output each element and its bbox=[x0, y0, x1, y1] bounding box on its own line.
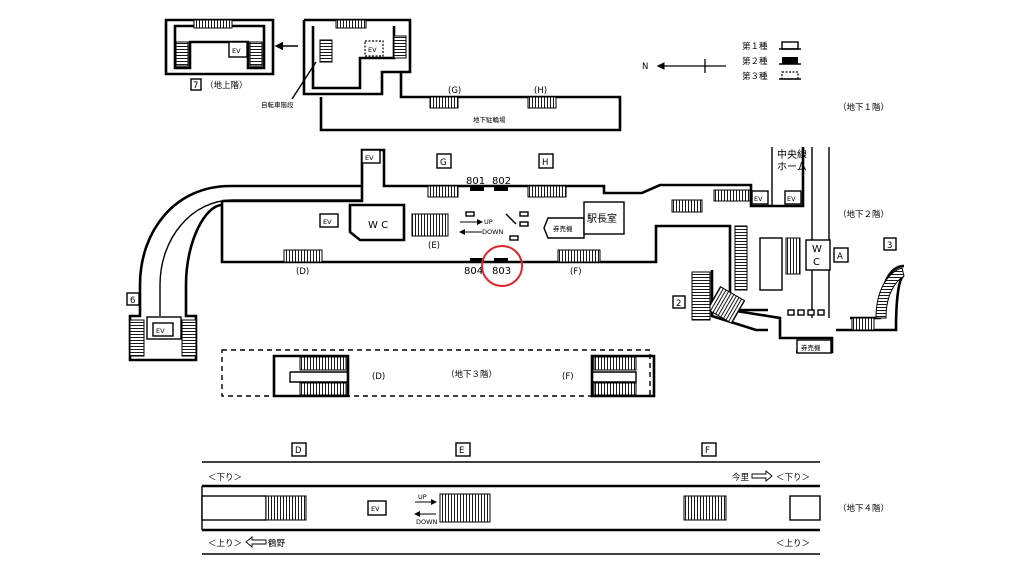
b2-down-label: DOWN bbox=[482, 228, 504, 236]
chuo-line-label: 中央線 bbox=[777, 148, 807, 161]
level-b4-label: （地下４階） bbox=[838, 503, 889, 514]
b4-e-label: E bbox=[459, 446, 464, 456]
b2-f-label: (F) bbox=[570, 267, 582, 277]
home-label: ホーム bbox=[777, 161, 807, 173]
highlight-circle bbox=[481, 245, 523, 287]
level-b2-label: （地下２階） bbox=[838, 209, 889, 220]
b2-elevator-top bbox=[361, 149, 381, 164]
svg-text:券売機: 券売機 bbox=[801, 343, 821, 352]
legend-type2-swatch bbox=[782, 57, 798, 64]
svg-text:EV: EV bbox=[754, 195, 763, 203]
exit7-number: 7 bbox=[193, 81, 198, 91]
parking-label: 地下駐輪場 bbox=[473, 115, 506, 124]
b2-elevator-left bbox=[319, 213, 339, 228]
svg-text:C: C bbox=[813, 257, 820, 268]
tsuruno-arrow-icon bbox=[245, 536, 267, 548]
exit-a-label: A bbox=[837, 252, 843, 262]
station-master-office bbox=[583, 201, 625, 235]
exit-h-label: H bbox=[542, 158, 548, 168]
legend: 第１種 第２種 第３種 bbox=[742, 41, 801, 82]
b1-h-label: (H) bbox=[534, 86, 547, 96]
svg-text:EV: EV bbox=[156, 327, 165, 335]
b2-up-label: UP bbox=[484, 218, 493, 226]
b1-g-label: (G) bbox=[448, 86, 461, 96]
svg-text:EV: EV bbox=[365, 154, 374, 162]
b4-elevator bbox=[367, 500, 387, 516]
b4-down-label: DOWN bbox=[416, 518, 438, 526]
locker-802-label: 802 bbox=[492, 176, 511, 187]
exit7-surface: EV 7 （地上階） bbox=[164, 18, 275, 91]
bicycle-elevator bbox=[364, 40, 384, 57]
exit3-number: 3 bbox=[887, 241, 892, 251]
b3-f-label: (F) bbox=[562, 372, 574, 382]
imazato-arrow-icon bbox=[751, 470, 773, 482]
b3-level: (D) (F) bbox=[221, 349, 656, 398]
exit7-elevator bbox=[228, 41, 248, 58]
svg-text:EV: EV bbox=[787, 195, 796, 203]
b3-d-label: (D) bbox=[372, 372, 385, 382]
exit6-number: 6 bbox=[130, 296, 135, 306]
level-b3-label: （地下３階） bbox=[446, 369, 497, 380]
b4-kudari-left: ＜下り＞ bbox=[208, 473, 242, 483]
b4-f-label: F bbox=[705, 446, 710, 456]
legend-type1-swatch bbox=[781, 41, 799, 50]
north-label: N bbox=[642, 62, 648, 72]
b2-elevator-right1 bbox=[751, 190, 769, 205]
locker-803-label: 803 bbox=[492, 266, 511, 277]
svg-text:EV: EV bbox=[323, 218, 332, 226]
b4-d-label: D bbox=[295, 446, 302, 456]
b2-concourse: EV 6 EV EV EV EV G H 801 802 804 803 bbox=[126, 147, 905, 362]
svg-text:券売機: 券売機 bbox=[553, 224, 573, 233]
svg-text:EV: EV bbox=[371, 505, 380, 513]
b2-e-label: (E) bbox=[428, 241, 440, 251]
level-b1-label: （地下１階） bbox=[838, 102, 889, 113]
exit-g-label: G bbox=[440, 158, 447, 168]
legend-type2-label: 第２種 bbox=[742, 56, 768, 67]
locker-801-label: 801 bbox=[466, 176, 485, 187]
b4-nobori-left: ＜上り＞ bbox=[208, 539, 242, 549]
exit7-label: （地上階） bbox=[205, 80, 248, 91]
b4-up-label: UP bbox=[418, 493, 427, 501]
svg-text:EV: EV bbox=[368, 46, 377, 54]
b1-bicycle-parking: EV 自転車階段 (G) (H) 地下駐輪場 bbox=[261, 18, 622, 132]
wc-left-label: W C bbox=[368, 220, 388, 231]
b4-tsuruno: 鶴野 bbox=[268, 538, 286, 549]
locker-803 bbox=[494, 258, 508, 263]
b4-nobori-right: ＜上り＞ bbox=[776, 539, 810, 549]
exit2-number: 2 bbox=[676, 299, 681, 309]
locker-804-label: 804 bbox=[464, 266, 483, 277]
locker-804 bbox=[470, 258, 484, 263]
ticket-machine bbox=[543, 217, 585, 239]
locker-801 bbox=[470, 186, 484, 191]
b2-elevator-right2 bbox=[784, 190, 802, 205]
exit6-elevator bbox=[152, 322, 174, 337]
svg-text:EV: EV bbox=[232, 47, 241, 55]
b4-platform: EV UP DOWN D E F ＜下り＞ 今里 ＜下り＞ ＜上り＞ 鶴野 ＜上… bbox=[201, 442, 821, 555]
wc-left bbox=[348, 203, 406, 242]
b4-kudari-right: ＜下り＞ bbox=[776, 473, 810, 483]
svg-text:駅長室: 駅長室 bbox=[587, 212, 617, 225]
north-arrow: N bbox=[642, 59, 726, 73]
wc-right bbox=[805, 239, 831, 271]
legend-type3-label: 第３種 bbox=[742, 71, 768, 82]
legend-type1-label: 第１種 bbox=[742, 41, 768, 52]
ticket-machine-right bbox=[796, 339, 832, 354]
b2-d-label: (D) bbox=[296, 267, 309, 277]
locker-802 bbox=[494, 186, 508, 191]
bicycle-stairs-label: 自転車階段 bbox=[261, 100, 294, 109]
svg-text:W: W bbox=[812, 244, 822, 255]
b4-imazato: 今里 bbox=[732, 472, 750, 483]
legend-type3-swatch bbox=[781, 71, 799, 80]
